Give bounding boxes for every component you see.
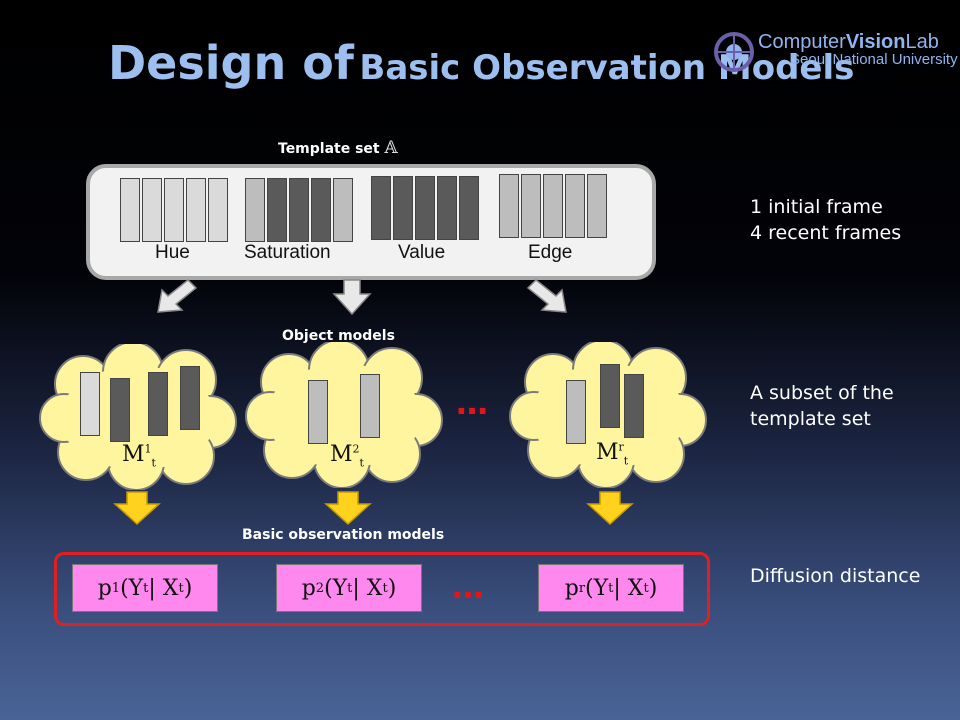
diffusion-note: Diffusion distance <box>750 565 921 587</box>
arrow-down-icon <box>332 279 372 316</box>
title-part1: Design of <box>108 36 354 90</box>
model-frame <box>80 372 100 436</box>
edge-frame <box>543 174 563 238</box>
models-ellipsis: … <box>456 384 489 422</box>
saturation-frame <box>267 178 287 242</box>
arrow-down-icon <box>324 491 372 526</box>
lab-logo-icon <box>714 32 754 72</box>
model-frame <box>308 380 328 444</box>
value-frame <box>437 176 457 240</box>
arrow-down-icon <box>113 491 161 526</box>
basic-observation-models-label: Basic observation models <box>242 527 445 543</box>
saturation-frame <box>245 178 265 242</box>
edge-frame <box>587 174 607 238</box>
saturation-frame <box>311 178 331 242</box>
edge-frame <box>521 174 541 238</box>
hue-frame <box>164 178 184 242</box>
template-set-label: Template set 𝔸 <box>278 138 398 158</box>
channel-label-saturation: Saturation <box>244 242 331 263</box>
model-frame <box>360 374 380 438</box>
edge-frame <box>499 174 519 238</box>
value-frame <box>393 176 413 240</box>
edge-frame <box>565 174 585 238</box>
page-title: Design of Basic Observation Models <box>108 36 854 90</box>
hue-frame <box>186 178 206 242</box>
model-frame <box>600 364 620 428</box>
observation-ellipsis: … <box>452 568 485 606</box>
arrow-down-icon <box>586 491 634 526</box>
model-label-r: Mrt <box>596 440 629 468</box>
model-frame <box>566 380 586 444</box>
hue-frame <box>208 178 228 242</box>
saturation-frame <box>289 178 309 242</box>
value-frame <box>371 176 391 240</box>
model-label-2: M2t <box>330 442 364 470</box>
observation-models-frame <box>54 552 710 626</box>
channel-label-value: Value <box>398 242 446 263</box>
cloud-model-2-icon <box>245 342 443 488</box>
template-set-symbol-icon: 𝔸 <box>384 138 398 158</box>
lab-name: ComputerVisionLab <box>758 31 939 53</box>
subset-note: A subset of the template set <box>750 382 894 430</box>
model-frame <box>624 374 644 438</box>
channel-label-edge: Edge <box>528 242 573 263</box>
hue-frame <box>142 178 162 242</box>
model-frame <box>148 372 168 436</box>
university-name: Seoul National University <box>790 51 958 68</box>
arrow-down-left-icon <box>157 278 198 313</box>
channel-label-hue: Hue <box>155 242 190 263</box>
model-label-1: M1t <box>122 442 156 470</box>
hue-frame <box>120 178 140 242</box>
model-frame <box>180 366 200 430</box>
value-frame <box>415 176 435 240</box>
object-models-label: Object models <box>282 328 395 344</box>
model-frame <box>110 378 130 442</box>
arrow-down-right-icon <box>526 278 567 313</box>
title-part2: Basic Observation Models <box>359 48 855 88</box>
value-frame <box>459 176 479 240</box>
saturation-frame <box>333 178 353 242</box>
frames-note: 1 initial frame 4 recent frames <box>750 196 902 244</box>
